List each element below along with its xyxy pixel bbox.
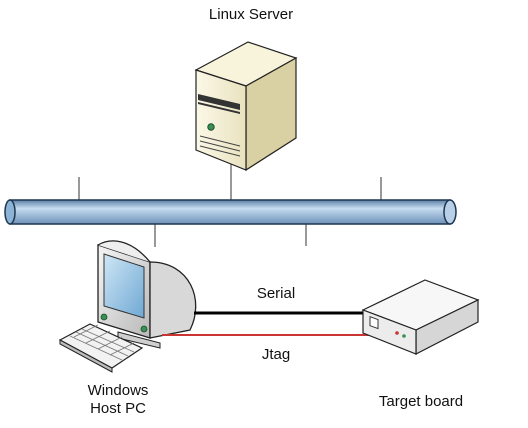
keyboard-icon <box>58 323 144 373</box>
crt-monitor-icon <box>97 240 197 349</box>
target-board-label: Target board <box>378 393 464 410</box>
jtag-label: Jtag <box>261 346 291 363</box>
network-bus-pipe <box>4 199 457 225</box>
link-lines <box>162 311 382 336</box>
bus-drop-lines <box>78 162 382 247</box>
tower-server-icon <box>194 41 298 172</box>
host-label-line1: Windows <box>87 382 149 399</box>
target-board-box-icon <box>361 279 480 355</box>
serial-label: Serial <box>256 285 296 302</box>
server-label: Linux Server <box>208 6 294 23</box>
host-label-line2: Host PC <box>90 400 146 417</box>
